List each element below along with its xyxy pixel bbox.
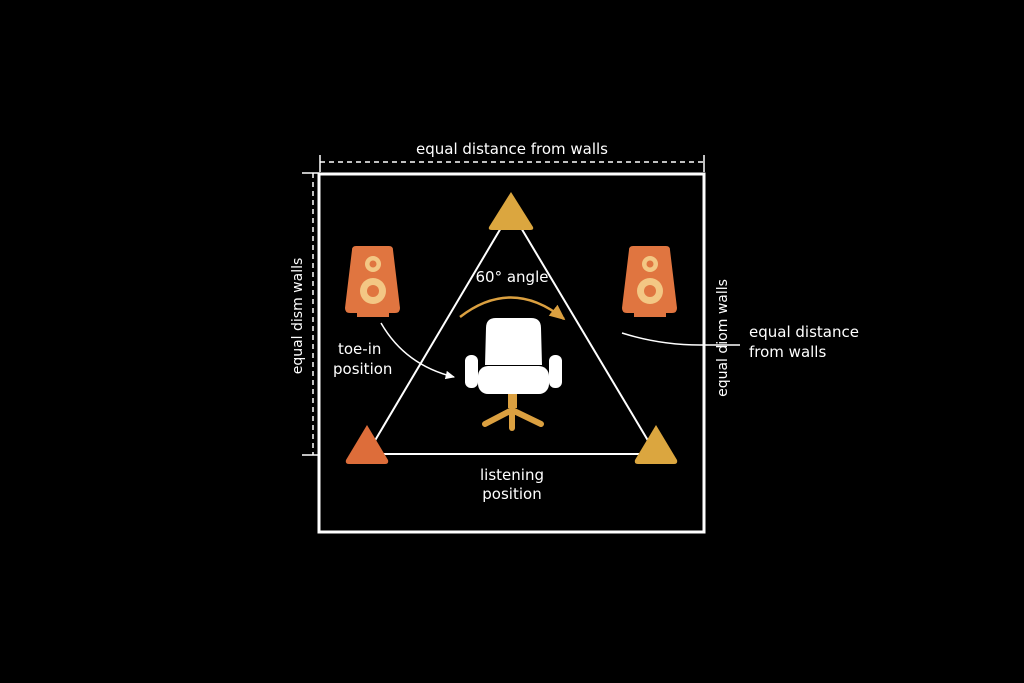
toe-in-label-line2: position: [333, 360, 392, 378]
toe-in-arrow: [380, 322, 456, 380]
top-wall-label: equal distance from walls: [416, 140, 608, 158]
top-dimension-line: [319, 155, 705, 172]
left-wall-label: equal dism walls: [290, 258, 306, 375]
listening-position-label-line2: position: [482, 485, 541, 503]
right-wall-vertical-label: equal diom walls: [715, 279, 731, 397]
listening-position-label-line1: listening: [480, 466, 544, 484]
toe-in-label-line1: toe-in: [338, 340, 381, 358]
triangle-marker-icon-left: [345, 425, 389, 464]
triangle-marker-icon-right: [634, 425, 678, 464]
office-chair-icon: [465, 318, 562, 431]
triangle-marker-icon-top: [488, 192, 534, 230]
room-outline: [317, 172, 706, 534]
speaker-icon-right: [622, 246, 677, 317]
right-callout-label-line1: equal distance: [749, 323, 859, 341]
right-callout-line: [621, 332, 740, 346]
listening-triangle: [365, 209, 658, 455]
angle-label: 60° angle: [476, 268, 549, 286]
right-callout-label-line2: from walls: [749, 343, 826, 361]
left-dimension-line: [302, 172, 320, 456]
speaker-icon-left: [345, 246, 400, 317]
angle-arc-arrow: [459, 296, 566, 321]
